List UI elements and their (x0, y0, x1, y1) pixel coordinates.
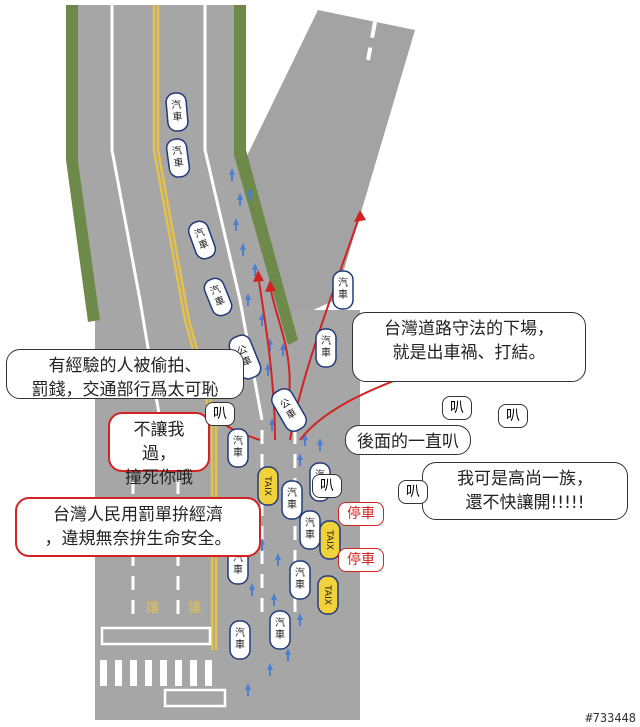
svg-text:車: 車 (213, 293, 227, 309)
stop-tag: 停車 (338, 548, 384, 572)
motorcycle-icon (259, 538, 265, 551)
motorcycle-icon (265, 363, 271, 376)
motorcycles (229, 168, 323, 696)
svg-text:車: 車 (338, 288, 348, 301)
svg-text:汽: 汽 (295, 566, 305, 579)
right-verge (234, 5, 298, 345)
taxi: TAIX (317, 575, 339, 615)
motorcycle-icon (271, 593, 277, 606)
svg-text:讓: 讓 (146, 600, 159, 616)
motorcycle-icon (233, 218, 239, 231)
motorcycle-icon (297, 453, 303, 466)
svg-text:車: 車 (295, 578, 305, 591)
svg-text:汽: 汽 (321, 334, 331, 347)
car: 汽車 (281, 480, 303, 520)
crosswalk (100, 660, 212, 686)
svg-text:汽: 汽 (305, 516, 315, 529)
motorcycle-icon (240, 243, 246, 256)
svg-text:車: 車 (233, 446, 243, 459)
svg-text:車: 車 (305, 528, 315, 541)
svg-text:汽: 汽 (171, 98, 182, 112)
car: 汽車 (187, 220, 217, 260)
svg-text:車: 車 (287, 498, 297, 511)
motorcycle-icon (280, 343, 286, 356)
motorcycle-icon (252, 263, 258, 276)
left-verge (66, 5, 100, 322)
svg-text:汽: 汽 (233, 551, 243, 564)
bubble-fines: 台灣人民用罰單拚經濟 ，違規無奈拚生命安全。 (15, 497, 261, 557)
car: 汽車 (269, 610, 291, 650)
svg-text:汽: 汽 (233, 434, 243, 447)
car: 汽車 (315, 328, 337, 368)
motorcycle-icon (247, 188, 253, 201)
svg-text:讓: 讓 (188, 600, 201, 616)
motorcycle-icon (267, 338, 273, 351)
bubble-law-abiding: 台灣道路守法的下場， 就是出車禍、打結。 (352, 312, 586, 382)
horn-tag: 叭 (205, 402, 235, 426)
car: 汽車 (165, 92, 189, 132)
motorcycle-icon (285, 648, 291, 661)
car: 汽車 (299, 510, 321, 550)
motorcycle-icon (229, 168, 235, 181)
motorcycle-icon (237, 193, 243, 206)
horn-tag: 叭 (312, 474, 342, 498)
motorcycle-icon (245, 683, 251, 696)
svg-text:汽: 汽 (193, 225, 207, 241)
horn-tag: 叭 (398, 480, 428, 504)
stop-tag: 停車 (338, 502, 384, 526)
car: 汽車 (332, 270, 354, 310)
svg-text:汽: 汽 (235, 626, 245, 639)
motorcycle-icon (249, 583, 255, 596)
watermark: #733448 (585, 711, 636, 725)
svg-text:車: 車 (275, 628, 285, 641)
bubble-let-me-pass: 不讓我過， 撞死你哦 (108, 412, 210, 488)
car: 汽車 (229, 620, 251, 660)
car: 汽車 (227, 428, 249, 468)
motorcycle-icon (302, 433, 308, 446)
motorcycle-icon (245, 293, 251, 306)
taxi: TAIX (319, 520, 341, 560)
motorcycle-icon (259, 313, 265, 326)
horn-tag: 叭 (442, 396, 472, 420)
bubble-honking: 後面的一直叭 (345, 425, 471, 455)
motorcycle-icon (267, 663, 273, 676)
motorcycle-icon (275, 553, 281, 566)
svg-text:車: 車 (321, 346, 331, 359)
bubble-noble: 我可是高尚一族， 還不快讓開!!!!! (422, 462, 628, 520)
svg-text:車: 車 (233, 563, 243, 576)
horn-tag: 叭 (498, 404, 528, 428)
motorcycle-icon (269, 418, 275, 431)
motorcycle-icon (317, 438, 323, 451)
svg-text:車: 車 (173, 155, 185, 169)
side-road (245, 10, 415, 330)
svg-text:汽: 汽 (171, 143, 183, 157)
car: 汽車 (165, 138, 191, 178)
svg-text:汽: 汽 (287, 486, 297, 499)
car: 汽車 (289, 560, 311, 600)
motorcycle-icon (297, 613, 303, 626)
svg-text:TAIX: TAIX (322, 584, 332, 605)
svg-text:TAIX: TAIX (324, 529, 334, 550)
svg-text:公: 公 (279, 397, 293, 412)
svg-text:車: 車 (172, 110, 183, 124)
svg-text:車: 車 (197, 236, 211, 252)
bubble-photographed: 有經驗的人被偷拍、 罰錢，交通部行爲太可恥 (6, 349, 244, 400)
svg-text:汽: 汽 (208, 282, 222, 298)
svg-text:汽: 汽 (275, 616, 285, 629)
taxi: TAIX (257, 466, 279, 506)
bus: 公車 (271, 387, 307, 433)
svg-text:汽: 汽 (338, 276, 348, 289)
svg-text:車: 車 (235, 638, 245, 651)
svg-text:TAIX: TAIX (262, 475, 272, 496)
car: 汽車 (203, 277, 233, 317)
